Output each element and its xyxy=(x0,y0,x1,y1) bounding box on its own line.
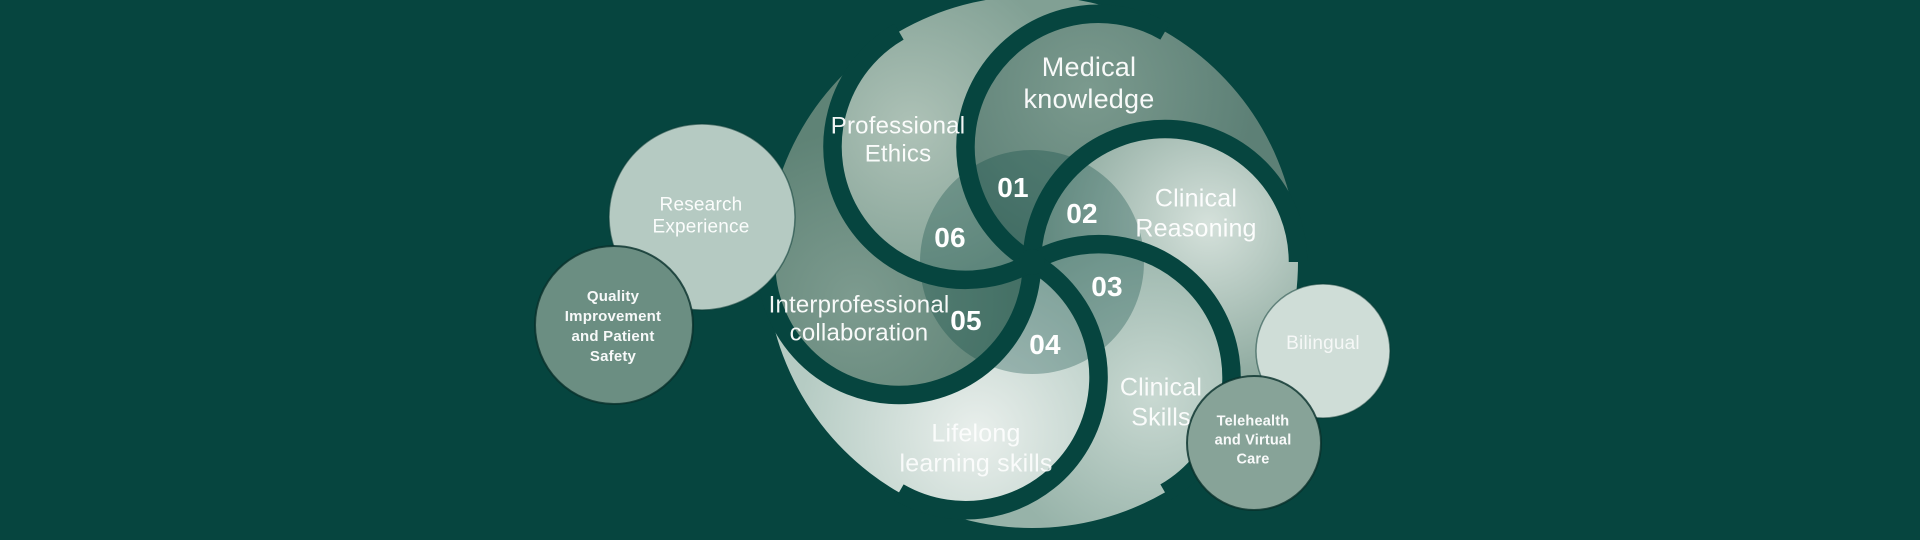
petal-02-label: Clinical Reasoning xyxy=(1135,184,1257,243)
petal-01-shape xyxy=(965,13,1299,263)
separator-arc xyxy=(894,253,1108,520)
satellite-quality-circle xyxy=(534,245,694,405)
petal-05-number: 05 xyxy=(950,305,982,336)
satellite-research-label: Research Experience xyxy=(652,194,750,238)
separator-arc xyxy=(823,23,1037,290)
petal-02-number: 02 xyxy=(1066,198,1098,229)
satellite-telehealth-circle xyxy=(1186,375,1322,511)
satellite-telehealth-label: Telehealth and Virtual Care xyxy=(1214,413,1292,468)
separator-arc xyxy=(956,4,1170,271)
petal-01-number: 01 xyxy=(997,172,1029,203)
satellite-quality-label: Quality Improvement and Patient Safety xyxy=(564,288,662,365)
separator-arc xyxy=(1022,119,1308,263)
petal-06-number: 06 xyxy=(934,222,966,253)
petal-06-shape xyxy=(832,0,1165,280)
hub-dot xyxy=(1019,249,1045,275)
petal-06-label: Professional Ethics xyxy=(830,112,966,168)
petal-04-number: 04 xyxy=(1029,329,1061,360)
separator-arc xyxy=(756,261,1042,405)
petal-04-shape xyxy=(765,262,1099,511)
satellite-bilingual-circle xyxy=(1255,283,1391,419)
petal-03-number: 03 xyxy=(1091,271,1123,302)
petal-01-label: Medical knowledge xyxy=(1023,52,1155,114)
swirl-separators xyxy=(756,4,1308,520)
petal-03-shape xyxy=(899,244,1232,529)
petal-03-label: Clinical Skills xyxy=(1119,373,1203,432)
petal-05-label: Interprofessional collaboration xyxy=(768,291,950,347)
petal-04-label: Lifelong learning skills xyxy=(899,419,1053,478)
satellite-bilingual-label: Bilingual xyxy=(1286,332,1360,354)
